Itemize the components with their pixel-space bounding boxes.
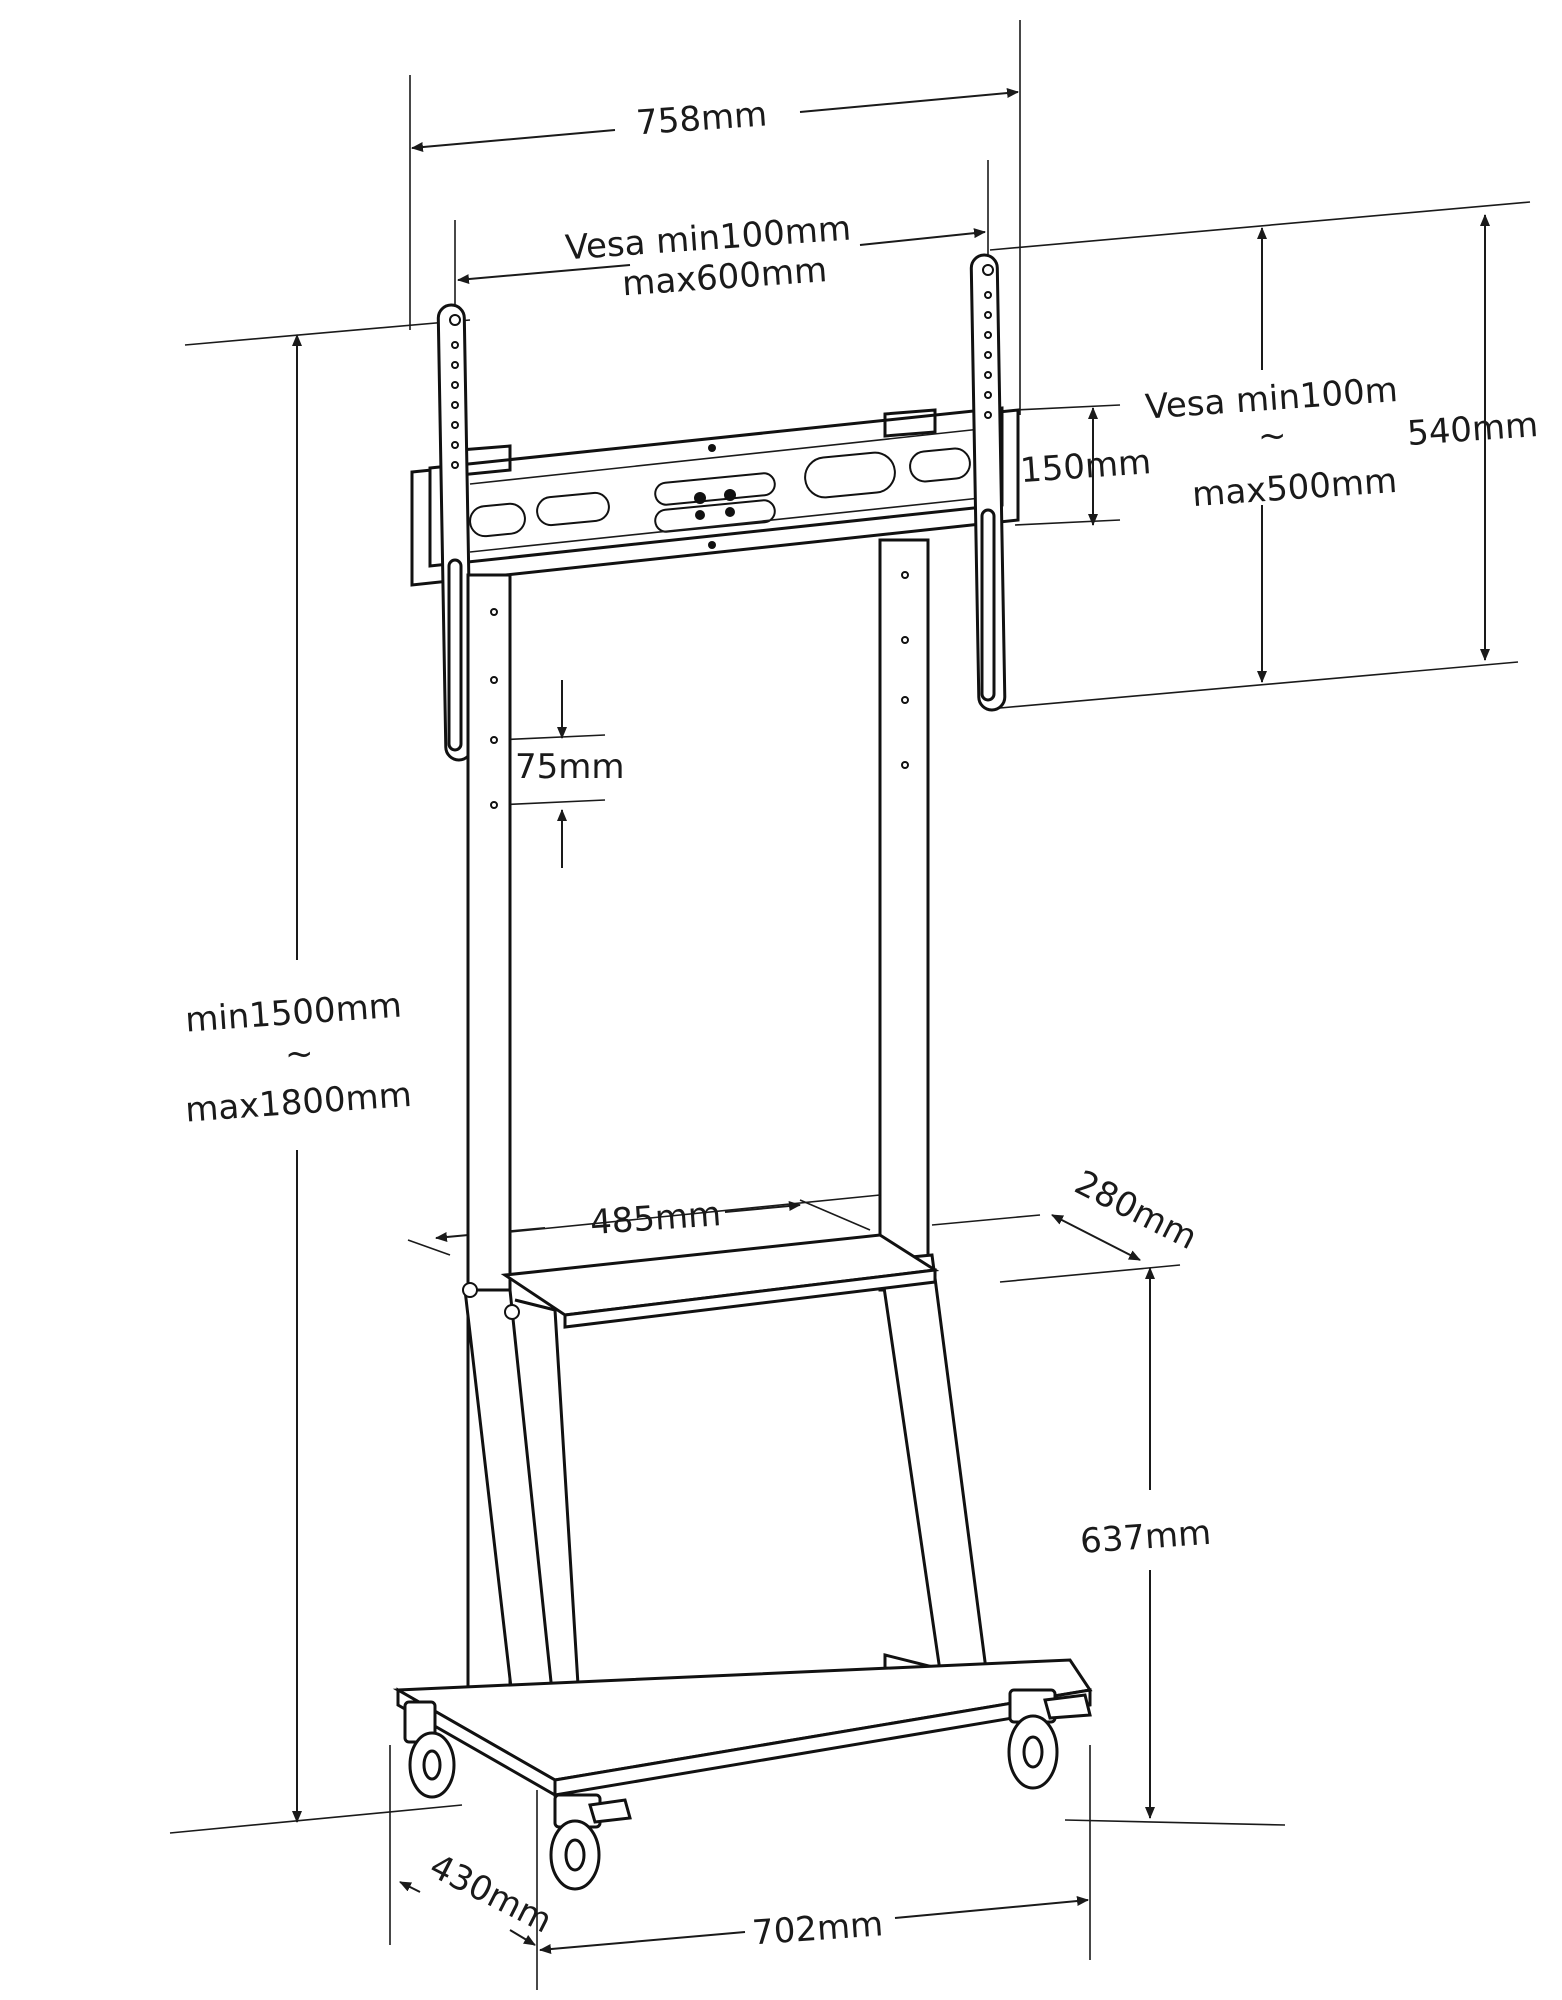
tv-stand [392,253,1093,1891]
label-height-min: min1500mm [184,986,403,1041]
extension-lines [169,20,1531,1990]
mount-crossbar [410,406,1020,587]
base-plate [392,1658,1093,1798]
label-hole-pitch: 75mm [515,747,625,787]
shelf [462,1194,940,1329]
label-vesa-vertical-max: max500mm [1191,461,1399,515]
label-base-depth: 430mm [423,1846,558,1941]
caster-rear-right [1007,1688,1092,1790]
label-height-tilde: ~ [285,1034,314,1074]
label-plate-height: 540mm [1406,405,1540,454]
label-shelf-height: 637mm [1079,1513,1213,1562]
label-vesa-vertical-tilde: ~ [1258,416,1287,456]
label-height-max: max1800mm [184,1075,413,1131]
vesa-arm-left [436,303,474,762]
caster-rear-left [403,1700,456,1799]
rear-column [878,538,930,1292]
vesa-arm-right [969,253,1007,712]
label-shelf-depth: 280mm [1068,1163,1203,1258]
label-base-width: 702mm [751,1904,885,1953]
caster-front-left [549,1793,632,1891]
label-shelf-width: 485mm [589,1194,723,1243]
label-overall-width: 758mm [635,94,769,143]
label-bracket-gap: 150mm [1019,442,1153,491]
dimension-lines [292,88,1490,1955]
right-leg [878,1253,992,1707]
